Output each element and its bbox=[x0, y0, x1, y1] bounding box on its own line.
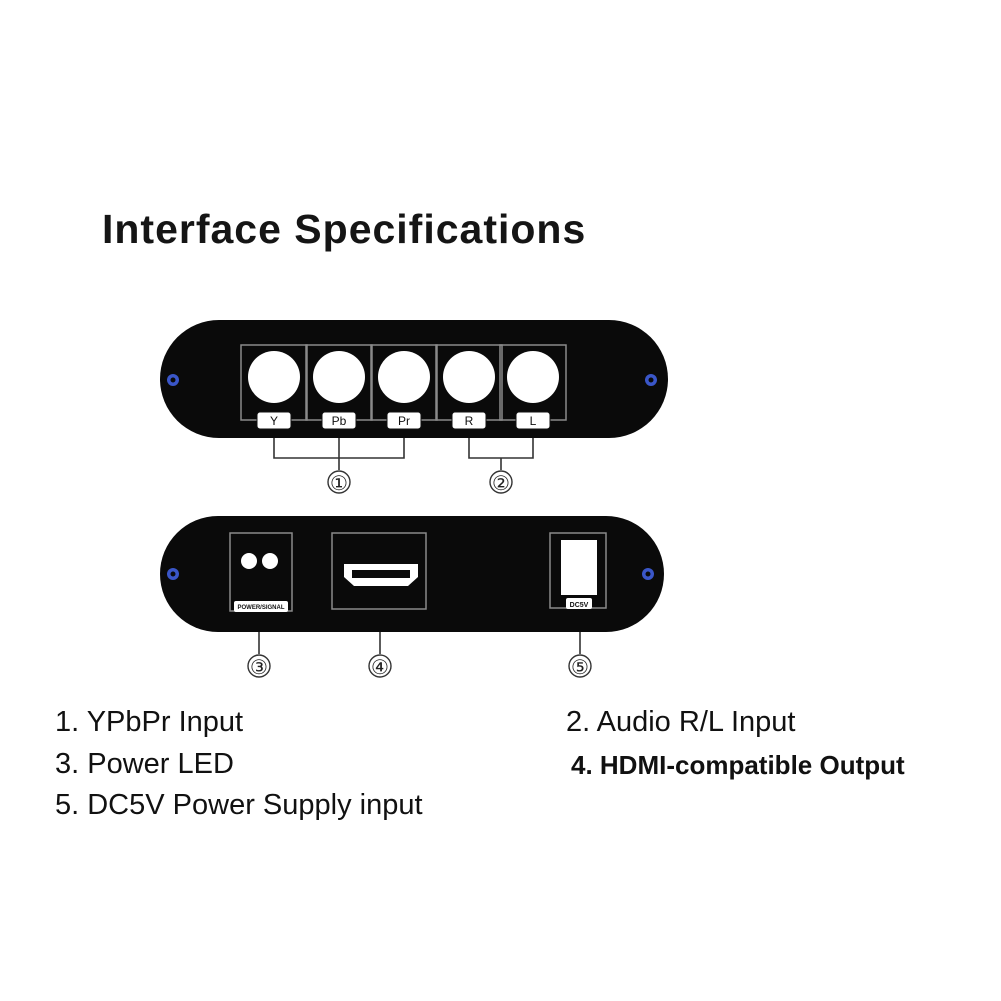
page-title: Interface Specifications bbox=[102, 206, 587, 252]
power-led: POWER/SIGNAL bbox=[229, 532, 293, 612]
port-r: R bbox=[435, 344, 503, 430]
screw-icon bbox=[167, 568, 179, 580]
callout-1: ① bbox=[327, 470, 351, 495]
legend-item-5: 5. DC5V Power Supply input bbox=[55, 789, 423, 821]
legend-item-4: 4. HDMI-compatible Output bbox=[571, 750, 905, 780]
rca-jack-icon bbox=[313, 351, 365, 403]
legend-item-2: 2. Audio R/L Input bbox=[566, 706, 796, 738]
port-label: R bbox=[465, 414, 474, 428]
screw-icon bbox=[167, 374, 179, 386]
rca-jack-icon bbox=[507, 351, 559, 403]
callout-2: ② bbox=[489, 470, 513, 495]
port-l: L bbox=[499, 344, 567, 430]
callout-5: ⑤ bbox=[568, 654, 592, 679]
led-label: POWER/SIGNAL bbox=[237, 605, 284, 611]
svg-text:①: ① bbox=[330, 473, 348, 495]
port-label: Y bbox=[270, 414, 278, 428]
screw-icon bbox=[642, 568, 654, 580]
dc-label: DC5V bbox=[570, 602, 589, 609]
screw-icon bbox=[645, 374, 657, 386]
port-pr: Pr bbox=[370, 344, 438, 430]
dc-power-jack: DC5V bbox=[549, 532, 607, 609]
port-label: L bbox=[530, 414, 537, 428]
port-label: Pb bbox=[332, 414, 347, 428]
rca-jack-icon bbox=[443, 351, 495, 403]
rca-jack-icon bbox=[248, 351, 300, 403]
led-icon bbox=[262, 553, 278, 569]
legend-item-1: 1. YPbPr Input bbox=[55, 706, 244, 738]
rca-jack-icon bbox=[378, 351, 430, 403]
port-label: Pr bbox=[398, 414, 410, 428]
port-pb: Pb bbox=[305, 344, 373, 430]
dc-jack-icon bbox=[561, 540, 597, 595]
leader-lines-rear bbox=[258, 632, 581, 654]
port-y: Y bbox=[240, 344, 308, 430]
svg-text:③: ③ bbox=[250, 657, 268, 679]
led-icon bbox=[241, 553, 257, 569]
bracket-ypbpr bbox=[273, 438, 405, 470]
svg-text:⑤: ⑤ bbox=[571, 657, 589, 679]
legend-item-3: 3. Power LED bbox=[55, 748, 234, 780]
bracket-audio bbox=[468, 438, 534, 470]
callout-4: ④ bbox=[368, 654, 392, 679]
hdmi-port bbox=[331, 532, 427, 610]
svg-text:④: ④ bbox=[371, 657, 389, 679]
svg-text:②: ② bbox=[492, 473, 510, 495]
callout-3: ③ bbox=[247, 654, 271, 679]
